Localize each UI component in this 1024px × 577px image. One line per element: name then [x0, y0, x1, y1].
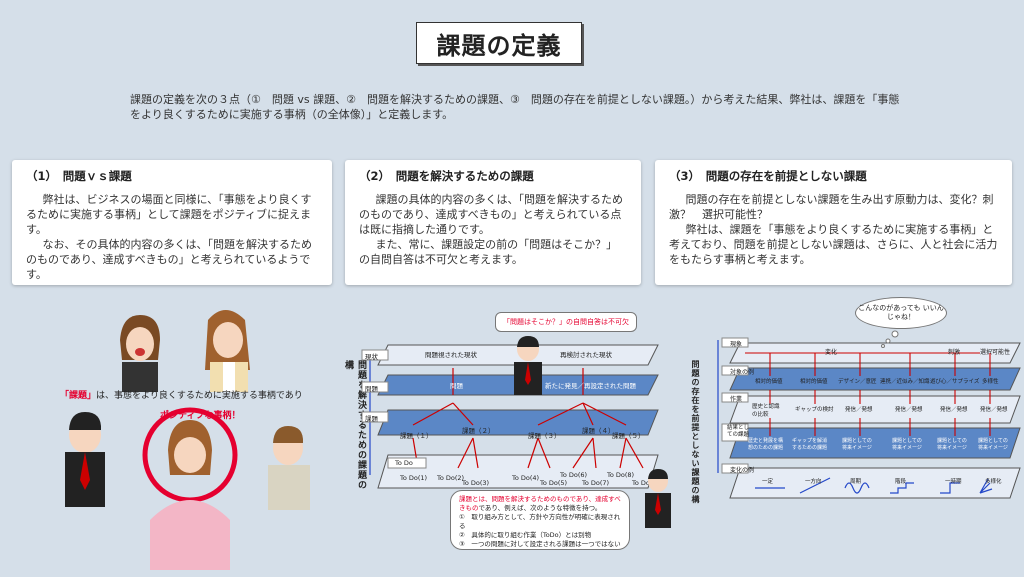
result-label: 歴史と発展を構想のための課題 — [748, 438, 784, 451]
intro-text: 課題の定義を次の３点（① 問題 vs 課題、② 問題を解決するための課題、③ 問… — [130, 93, 900, 121]
kadai-label: 課題（４） — [582, 427, 615, 435]
card-issue-without-problem: （3） 問題の存在を前提としない課題 問題の存在を前提としない課題を生み出す原動… — [655, 160, 1012, 285]
row-label: 対象の例 — [730, 369, 755, 376]
card-heading: （3） 問題の存在を前提としない課題 — [669, 169, 867, 183]
row-label: 作業 — [730, 396, 743, 403]
kadai-label: 課題（２） — [462, 427, 495, 435]
row-label: 現象 — [730, 341, 743, 348]
row-label: 課題 — [365, 415, 378, 423]
example-label: 遊び心／サプライズ — [930, 379, 980, 385]
card-body: 課題の具体的内容の多くは、「問題を解決するためのものであり、達成すべきもの」と考… — [359, 193, 623, 236]
example-label: 多様性 — [982, 379, 999, 385]
example-label: 相対的価値 — [755, 379, 783, 385]
change-label: 一時期 — [945, 479, 962, 485]
todo-label: To Do(4) — [512, 474, 540, 482]
thought-dots-icon — [881, 330, 899, 348]
work-label: 発信／発想 — [940, 407, 968, 413]
change-label: 一方向 — [805, 479, 822, 485]
todo-label: To Do(7) — [582, 479, 610, 487]
card-body: 弊社は、ビジネスの場面と同様に、「事態をより良くするために実施する事柄」として課… — [26, 193, 312, 236]
card-body: また、常に、課題設定の前の「問題はそこか？」の自問自答は不可欠と考えます。 — [359, 238, 618, 266]
change-label: 一定 — [762, 479, 774, 485]
todo-label: To Do(9) — [632, 479, 660, 487]
kadai-label: 課題（１） — [400, 432, 433, 440]
structure-diagram — [361, 344, 659, 489]
result-label: 課題としての将来イメージ — [978, 438, 1008, 451]
diagram-label: 問題視された現状 — [425, 351, 477, 359]
work-label: 発信／発想 — [845, 407, 873, 413]
example-label: 相対的価値 — [800, 379, 828, 385]
card-heading: （2） 問題を解決するための課題 — [359, 169, 534, 183]
card-problem-vs-issue: （1） 問題ｖｓ課題 弊社は、ビジネスの場面と同様に、「事態をより良くするために… — [12, 160, 332, 285]
structure-diagram-2 — [717, 337, 1021, 499]
result-label: 課題としての将来イメージ — [842, 438, 872, 451]
businessman-icon — [514, 336, 542, 395]
man-figure-icon — [65, 412, 105, 507]
top-label: 選択可能性 — [980, 349, 1011, 356]
kadai-label: 課題（５） — [612, 432, 645, 440]
row-label: To Do — [395, 459, 413, 467]
row-label: 変化の例 — [730, 467, 755, 474]
issue-note: 課題とは、問題を解決するためのものであり、達成すべきものであり、例えば、次のよう… — [450, 490, 630, 550]
structure-vertical-title: 問題を解決するための課題の構 — [343, 360, 366, 490]
change-label: 周期 — [850, 479, 862, 485]
todo-label: To Do(2) — [437, 474, 465, 482]
row-label: 結果としての課題 — [727, 425, 750, 438]
businessman-icon — [645, 469, 671, 528]
structure-vertical-title: 問題の存在を前提としない課題の構 — [691, 360, 700, 504]
result-label: 課題としての将来イメージ — [937, 438, 967, 451]
man-figure-icon — [268, 426, 310, 510]
issue-callout: 「課題」は、事態をより良くするために実施する事柄であり — [60, 391, 303, 401]
woman-circle-arms-icon — [142, 407, 238, 570]
thought-bubble: こんなのがあっても いいんじゃね！ — [855, 297, 947, 329]
top-label: 変化 — [825, 349, 838, 356]
todo-label: To Do(5) — [540, 479, 568, 487]
work-label: 発信／発想 — [980, 407, 1008, 413]
question-bubble: 「問題はそこか？」の自問自答は不可欠 — [495, 312, 637, 332]
change-label: 多様化 — [985, 479, 1002, 485]
todo-label: To Do(6) — [560, 471, 588, 479]
card-body: なお、その具体的内容の多くは、「問題を解決するためのものであり、達成すべきもの」… — [26, 238, 312, 281]
diagram-label: 新たに発見／再設定された問題 — [545, 382, 636, 390]
card-issue-for-problem: （2） 問題を解決するための課題 課題の具体的内容の多くは、「問題を解決するため… — [345, 160, 641, 285]
card-body: 問題の存在を前提としない課題を生み出す原動力は、変化？刺激？ 選択可能性？ — [669, 193, 994, 221]
page-title: 課題の定義 — [416, 22, 582, 64]
positive-callout: ポジティブな事柄！ — [160, 411, 241, 421]
todo-label: To Do(1) — [400, 474, 428, 482]
work-label: 発信／発想 — [895, 407, 923, 413]
diagram-label: 再検討された現状 — [560, 351, 612, 359]
row-label: 問題 — [365, 385, 378, 393]
woman-figure-icon — [120, 315, 160, 392]
card-heading: （1） 問題ｖｓ課題 — [26, 169, 132, 183]
diagram-label: 問題 — [450, 382, 463, 390]
result-label: ギャップを解消するための課題 — [792, 438, 828, 451]
row-label: 現状 — [365, 353, 378, 361]
people-illustration — [65, 310, 310, 570]
result-label: 課題としての将来イメージ — [892, 438, 922, 451]
example-label: 連携／近似み／知識 — [880, 379, 930, 385]
top-label: 刺激 — [948, 349, 961, 356]
kadai-label: 課題（３） — [528, 432, 561, 440]
work-label: ギャップの検討 — [795, 407, 834, 413]
work-label: 歴史と認識の比較 — [752, 404, 780, 418]
todo-label: To Do(3) — [462, 479, 490, 487]
change-label: 階段 — [895, 479, 907, 485]
todo-label: To Do(8) — [607, 471, 635, 479]
woman-figure-icon — [205, 310, 250, 392]
example-label: デザイン／意匠 — [838, 379, 877, 385]
card-body: 弊社は、課題を「事態をより良くするために実施する事柄」と考えており、問題を前提と… — [669, 223, 998, 266]
